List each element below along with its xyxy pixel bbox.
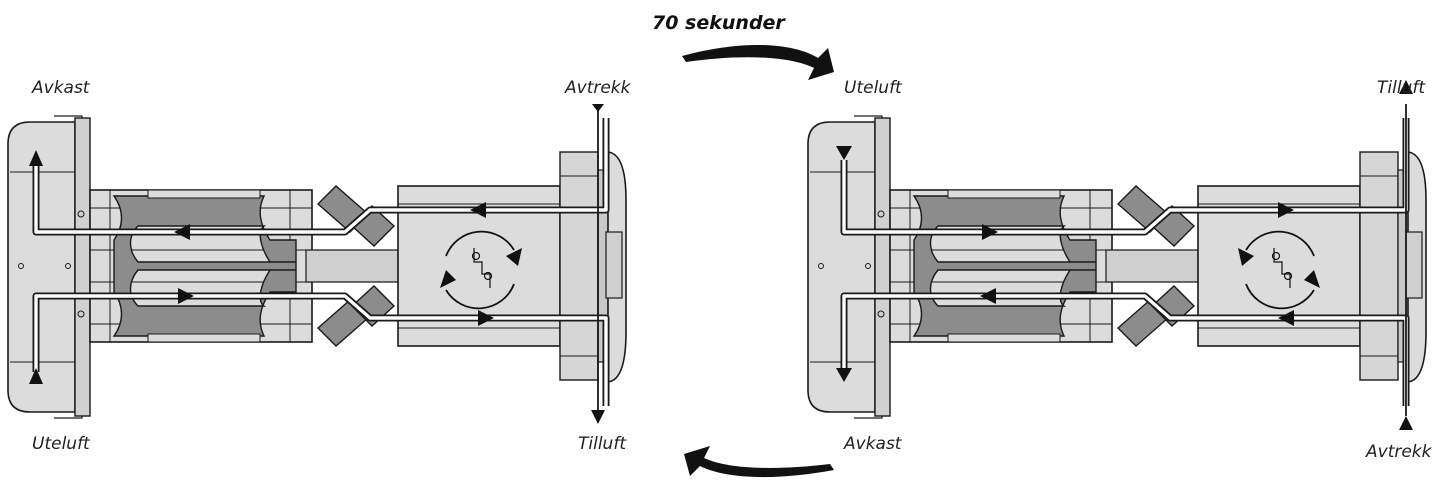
arrow-right-icon — [982, 224, 998, 240]
right-top-right-label: Tilluft — [1377, 78, 1425, 98]
left-bottom-left-label: Uteluft — [32, 434, 90, 454]
left-arrows — [29, 104, 605, 424]
right-bottom-right-label: Avtrekk — [1366, 442, 1432, 462]
right-arrows — [836, 80, 1413, 430]
left-airflow — [32, 104, 610, 416]
arrow-left-icon — [1278, 310, 1294, 326]
arrow-right-icon — [1278, 202, 1294, 218]
arrow-up-icon — [29, 150, 43, 166]
arrow-left-icon — [470, 202, 486, 218]
arrow-up-icon — [29, 368, 43, 384]
left-top-left-label: Avkast — [32, 78, 90, 98]
arrow-down-icon — [591, 410, 605, 424]
timer-label: 70 sekunder — [652, 12, 785, 34]
switch-arrow-bottom — [684, 446, 834, 478]
right-airflow — [840, 104, 1410, 416]
arrow-up-icon — [1399, 80, 1413, 94]
arrow-left-icon — [980, 288, 996, 304]
switch-arrow-top — [682, 44, 834, 80]
left-unit — [7, 104, 627, 424]
arrow-left-icon — [174, 224, 190, 240]
arrow-right-icon — [478, 310, 494, 326]
right-bottom-left-label: Avkast — [844, 434, 902, 454]
right-rotation-icon — [1245, 230, 1315, 310]
right-unit — [807, 80, 1427, 430]
left-top-right-label: Avtrekk — [565, 78, 631, 98]
left-rotation-icon — [445, 230, 515, 310]
arrow-down-icon — [592, 104, 604, 112]
arrow-right-icon — [178, 288, 194, 304]
arrow-up-icon — [1399, 416, 1413, 430]
arrow-down-icon — [836, 368, 852, 382]
arrow-down-icon — [836, 146, 852, 160]
left-bottom-right-label: Tilluft — [578, 434, 626, 454]
right-top-left-label: Uteluft — [844, 78, 902, 98]
